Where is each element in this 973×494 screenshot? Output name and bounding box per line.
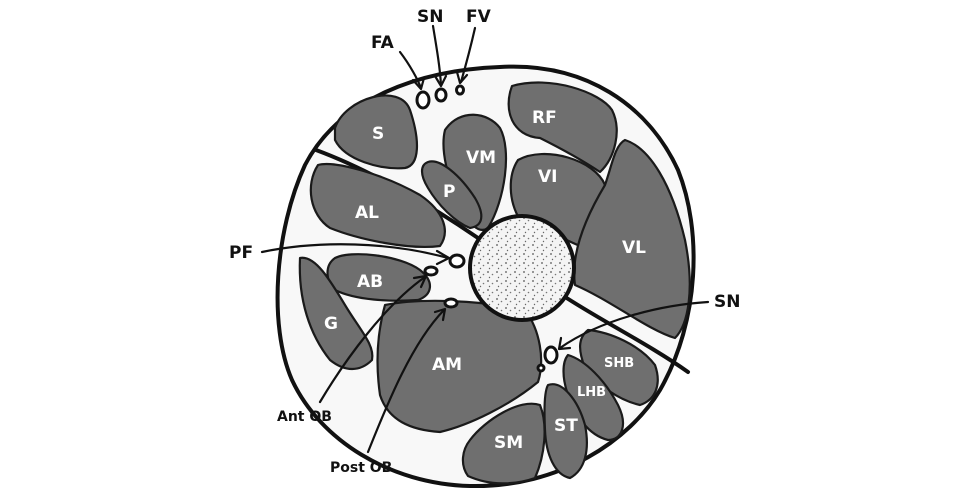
- muscle-s: S: [333, 94, 419, 170]
- muscle-label-vl: VL: [622, 238, 646, 258]
- muscle-label-am: AM: [432, 355, 462, 375]
- muscle-label-vi: VI: [538, 167, 557, 187]
- anterior-obturator-vessel: [423, 265, 439, 277]
- muscle-rf: RF: [507, 81, 618, 174]
- label-post-ob: Post OB: [330, 460, 392, 476]
- arrow-sn-right: [557, 300, 710, 351]
- muscle-st: ST: [543, 383, 588, 480]
- muscle-lhb: LHB: [562, 353, 625, 442]
- sciatic-branch-vessel: [536, 363, 546, 373]
- muscle-label-al: AL: [355, 203, 379, 223]
- label-fv: FV: [466, 7, 492, 27]
- arrow-sn-top: [431, 24, 448, 88]
- muscle-label-p: P: [443, 182, 455, 202]
- femoral-bundle: [415, 84, 465, 110]
- muscle-am: AM: [376, 299, 543, 434]
- muscle-label-s: S: [372, 124, 384, 144]
- muscle-label-ab: AB: [357, 272, 383, 292]
- lateral-septum: [560, 293, 690, 374]
- arrow-fa: [398, 50, 426, 91]
- muscle-label-vm: VM: [466, 148, 496, 168]
- muscle-shb: SHB: [579, 328, 659, 407]
- arrow-ant-ob: [318, 274, 428, 404]
- muscle-label-lhb: LHB: [577, 385, 606, 400]
- label-sn-right: SN: [714, 292, 740, 312]
- muscle-p: P: [420, 160, 483, 230]
- femur-bone: [468, 214, 576, 322]
- arrow-fv: [455, 26, 477, 85]
- muscle-label-st: ST: [554, 416, 578, 436]
- muscle-sm: SM: [461, 402, 546, 485]
- muscle-label-g: G: [324, 314, 338, 334]
- profunda-femoris-vessel: [448, 253, 466, 269]
- arrow-pf: [260, 243, 451, 266]
- label-pf: PF: [229, 243, 253, 263]
- muscle-label-rf: RF: [532, 108, 557, 128]
- sciatic-nerve: [543, 345, 559, 365]
- muscle-ab: AB: [326, 253, 431, 302]
- muscle-label-sm: SM: [494, 433, 523, 453]
- label-sn-top: SN: [417, 7, 443, 27]
- label-fa: FA: [371, 33, 395, 53]
- posterior-obturator-vessel: [443, 297, 459, 309]
- label-ant-ob: Ant OB: [277, 409, 332, 425]
- muscle-label-shb: SHB: [604, 356, 634, 371]
- muscle-al: AL: [309, 163, 446, 248]
- arrow-post-ob: [366, 307, 447, 454]
- muscle-vl: VL: [573, 138, 691, 340]
- muscle-g: G: [298, 256, 374, 371]
